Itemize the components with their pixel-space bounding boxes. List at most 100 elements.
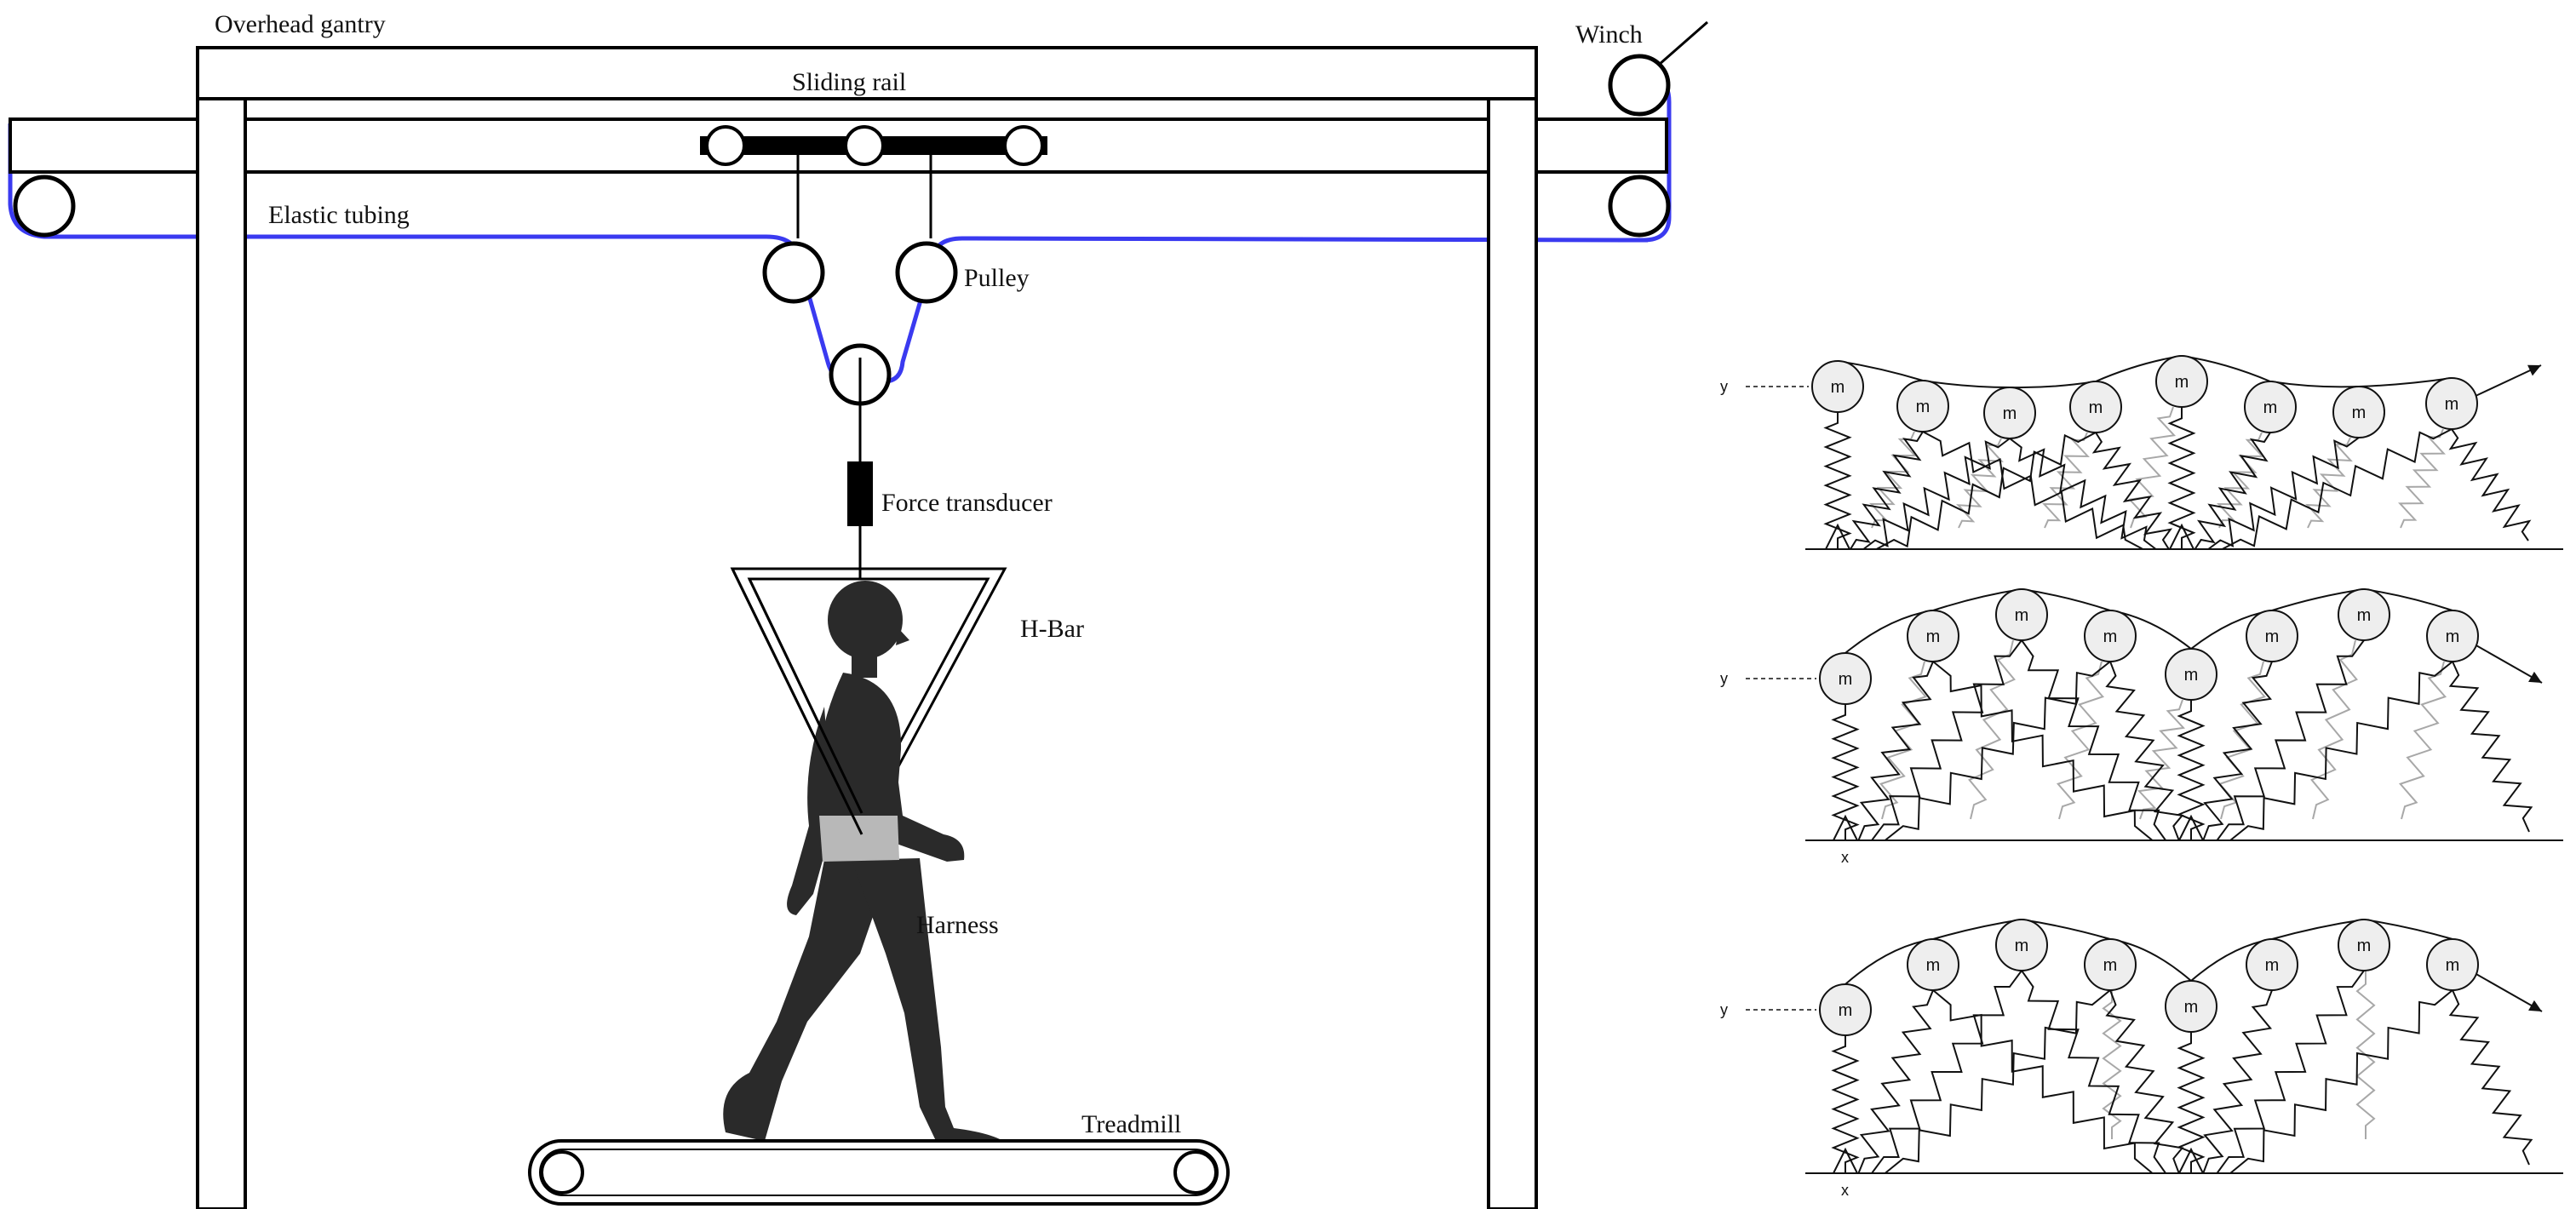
foot-contact <box>1825 523 1850 550</box>
mass-node <box>1995 919 2048 971</box>
direction-arrow-head <box>2527 364 2541 376</box>
mass-label: m <box>2357 937 2372 955</box>
leg-spring <box>2448 661 2533 833</box>
trolley-wheel-left <box>705 125 746 166</box>
label-pulley: Pulley <box>964 264 1030 292</box>
label-winch: Winch <box>1575 20 1643 49</box>
direction-arrow-head <box>2528 1000 2542 1011</box>
mass-label: m <box>2103 627 2118 646</box>
leg-spring <box>2177 700 2206 840</box>
leg-spring <box>1932 989 2154 1174</box>
mass-node <box>1907 938 1959 991</box>
mass-label: m <box>2103 956 2118 975</box>
bws-apparatus: Overhead gantry Winch Sliding rail Elast… <box>8 10 1708 1209</box>
y-axis-label: y <box>1720 670 1728 687</box>
leg-spring <box>2216 639 2365 841</box>
foot-contact <box>1833 1147 1858 1174</box>
harness-band <box>819 816 899 862</box>
mass-node <box>2332 386 2385 438</box>
mass-label: m <box>2015 606 2029 625</box>
figure-arm-front <box>877 715 965 862</box>
y-axis-label: y <box>1720 378 1728 395</box>
rail-left-pulley <box>13 175 76 238</box>
mass-label: m <box>2352 404 2367 422</box>
mass-node <box>1896 380 1949 433</box>
mass-node <box>2244 381 2297 433</box>
leg-spring <box>2448 428 2532 541</box>
ghost-spring <box>2056 661 2105 820</box>
figure-leg-back <box>723 860 892 1143</box>
gantry-left-column <box>196 97 247 1209</box>
mass-node <box>2426 610 2479 662</box>
mass-label: m <box>1926 956 1941 975</box>
x-axis-label: x <box>1841 849 1849 866</box>
figure-arm-back <box>787 707 833 915</box>
mass-node <box>1907 610 1959 662</box>
force-transducer-block <box>847 461 873 526</box>
x-axis-label: x <box>1841 1182 1849 1199</box>
leg-spring <box>2009 438 2157 550</box>
rail-right-pulley <box>1608 175 1671 238</box>
mass-node <box>2069 381 2122 433</box>
mass-node <box>1819 652 1872 705</box>
leg-spring <box>2105 661 2184 841</box>
label-overhead-gantry: Overhead gantry <box>215 10 386 38</box>
mass-label: m <box>1831 378 1845 397</box>
foot-contact <box>2178 1147 2204 1174</box>
leg-spring <box>2021 639 2166 841</box>
walking-figure <box>723 581 1003 1143</box>
mass-node <box>2426 938 2479 991</box>
direction-arrow-head <box>2528 671 2542 683</box>
mass-node <box>1983 387 2036 439</box>
leg-spring <box>2229 989 2453 1174</box>
leg-spring <box>2105 989 2184 1174</box>
mass-label: m <box>2089 398 2103 417</box>
leg-spring <box>1922 431 2143 550</box>
leg-spring <box>1932 661 2154 841</box>
treadmill-roller-right <box>1173 1150 1218 1195</box>
mass-node <box>1819 983 1872 1036</box>
mass-label: m <box>1926 627 1941 646</box>
mass-label: m <box>1839 1001 1853 1020</box>
ghost-spring <box>1869 431 1917 529</box>
mass-node <box>1811 360 1864 413</box>
leg-spring <box>2448 989 2533 1166</box>
leg-spring <box>2194 432 2271 550</box>
mass-node <box>2084 938 2137 991</box>
figure-torso <box>816 673 902 816</box>
mass-node <box>2425 377 2478 430</box>
leg-spring <box>2202 661 2273 841</box>
trolley <box>700 125 1047 238</box>
label-treadmill: Treadmill <box>1081 1110 1181 1138</box>
direction-arrow-line <box>2474 644 2543 684</box>
mass-label: m <box>2263 398 2278 417</box>
ghost-spring <box>2305 437 2353 529</box>
mass-node <box>2246 938 2298 991</box>
gantry-top-beam <box>196 46 1538 100</box>
ghost-spring <box>1956 438 2004 529</box>
mass-label: m <box>2265 627 2280 646</box>
mass-node <box>2165 648 2217 701</box>
leg-spring <box>2207 437 2360 550</box>
leg-spring <box>1871 639 2022 841</box>
pulley-left <box>762 241 825 304</box>
leg-spring <box>1862 438 2011 550</box>
treadmill <box>528 1139 1230 1206</box>
label-force-transducer: Force transducer <box>881 489 1053 517</box>
winch-handle <box>1658 20 1708 66</box>
leg-spring <box>1885 989 2111 1174</box>
leg-spring <box>2177 1032 2206 1173</box>
mass-label: m <box>1916 398 1931 416</box>
label-h-bar: H-Bar <box>1020 615 1084 643</box>
treadmill-roller-left <box>540 1150 584 1195</box>
gantry-right-column <box>1487 97 1538 1209</box>
ghost-spring <box>2137 699 2186 820</box>
mass-node <box>1995 588 2048 641</box>
direction-arrow-line <box>2474 972 2543 1012</box>
pulley-right <box>895 241 958 304</box>
ghost-spring <box>2310 639 2358 820</box>
